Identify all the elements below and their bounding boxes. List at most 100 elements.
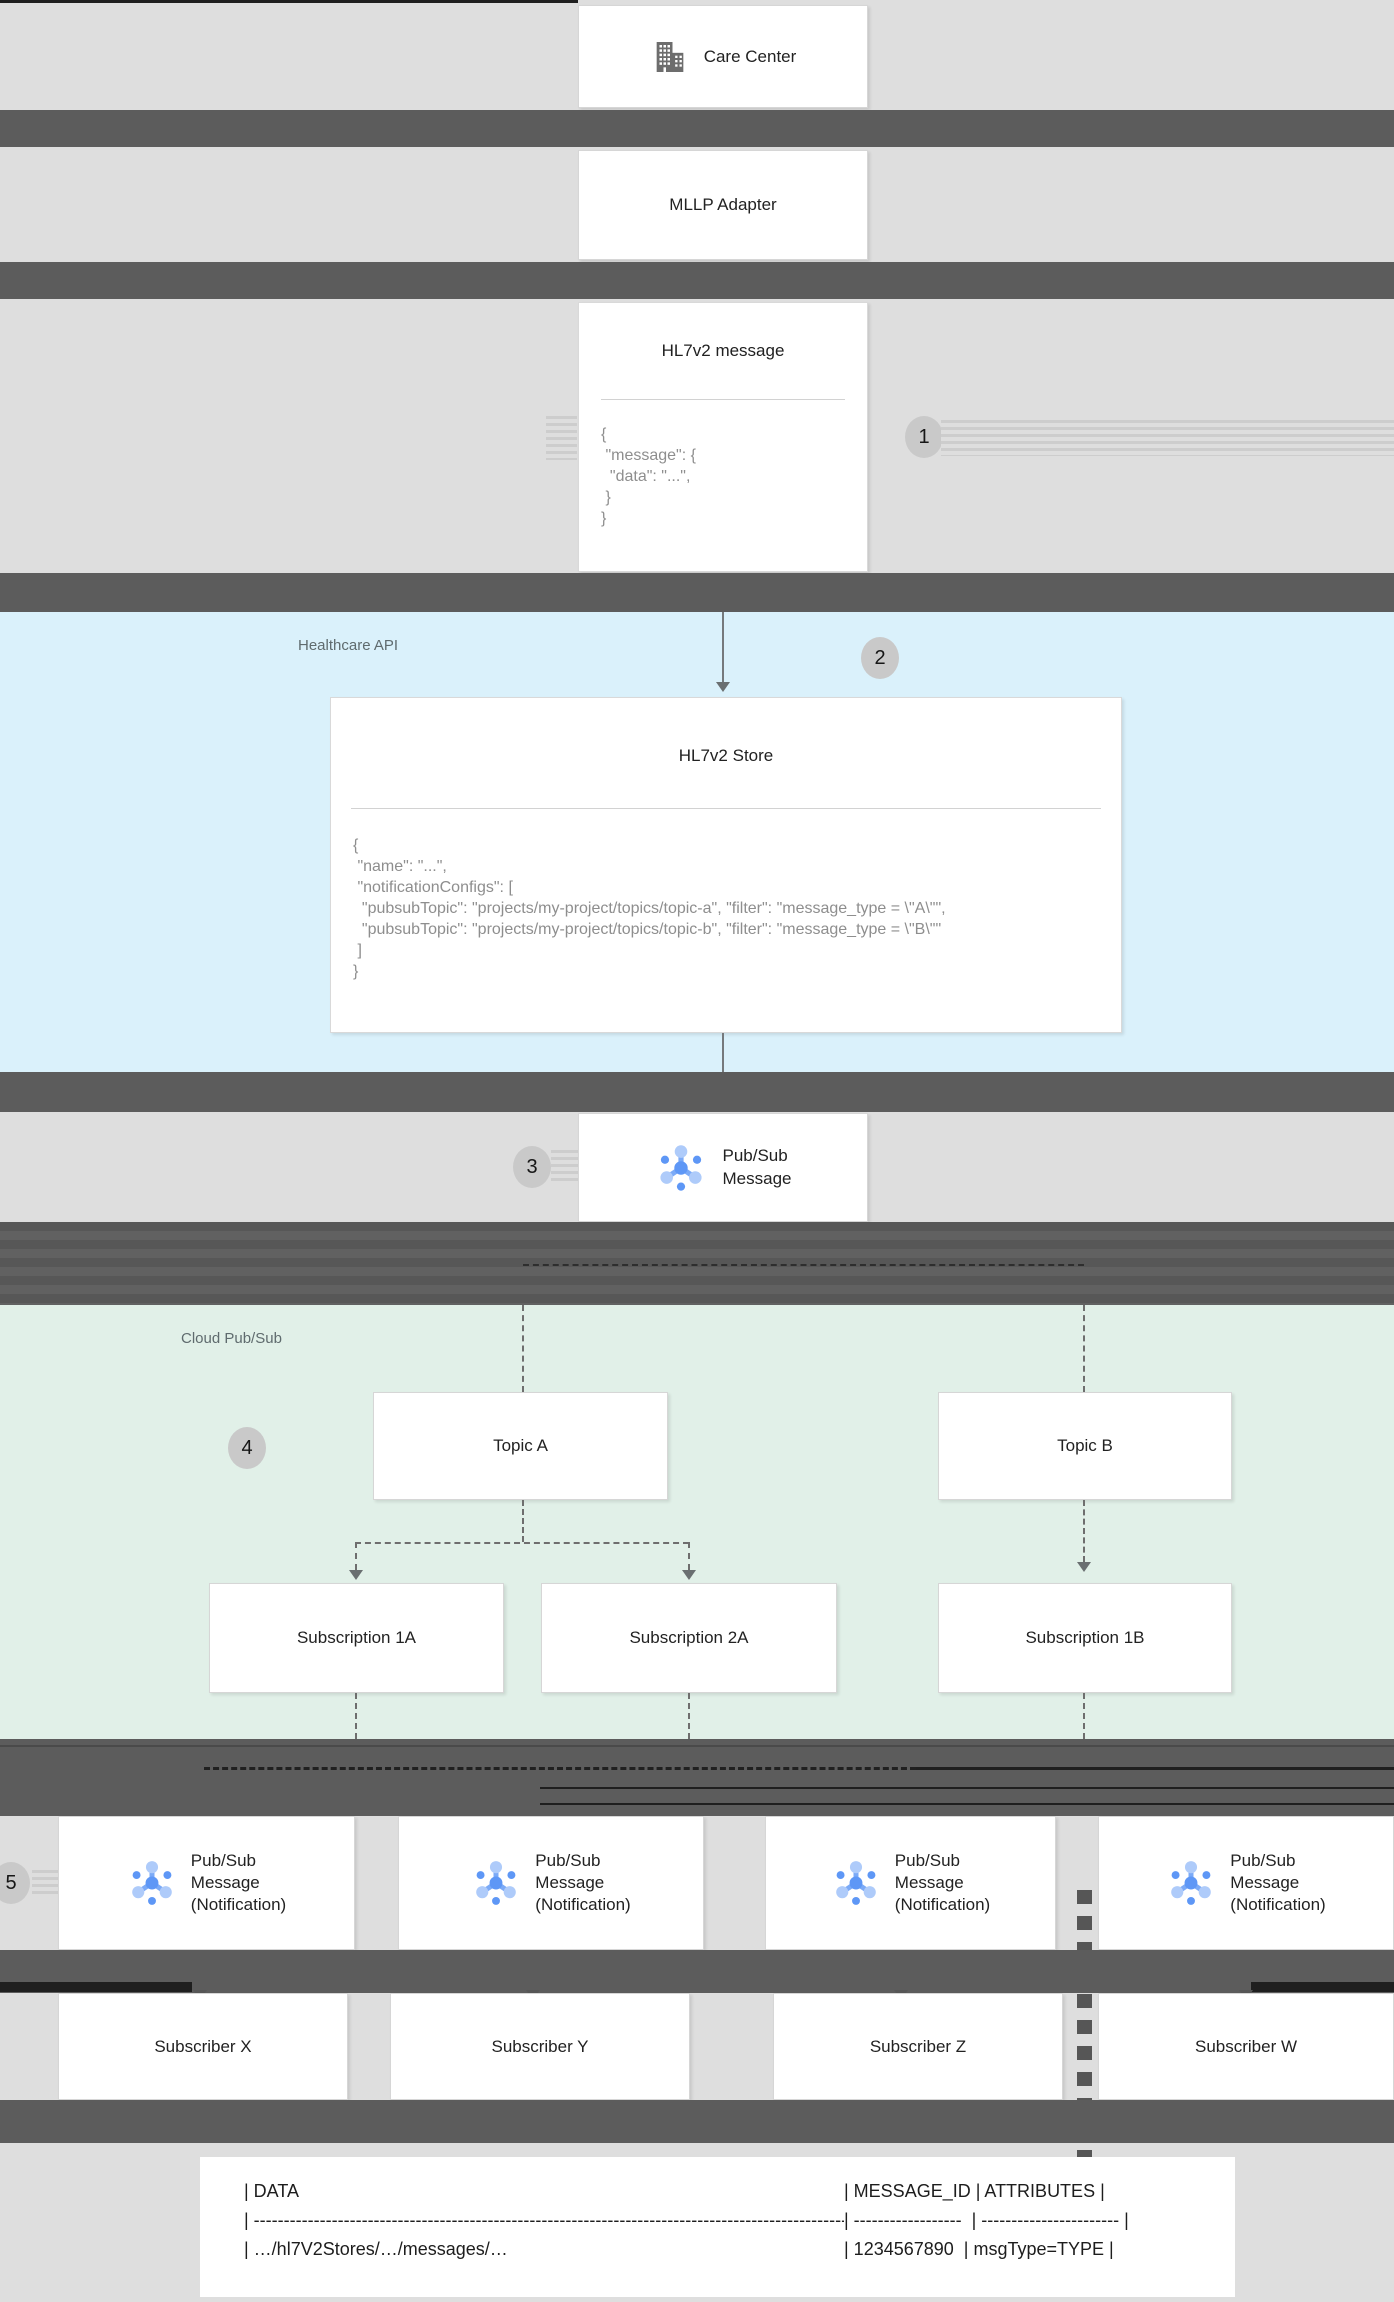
branch-line — [522, 1500, 524, 1542]
hl7v2-message-title: HL7v2 message — [661, 341, 785, 360]
mllp-adapter-node: MLLP Adapter — [578, 150, 868, 260]
arrowhead-icon — [716, 682, 730, 692]
hl7v2-store-card: HL7v2 Store { "name": "...", "notificati… — [330, 697, 1122, 1033]
pubsub-notification-node: Pub/Sub Message (Notification) — [765, 1816, 1056, 1950]
separator-band — [0, 110, 1394, 147]
pubsub-notification-node: Pub/Sub Message (Notification) — [58, 1816, 355, 1950]
hl7v2-message-code: { "message": { "data": "...", } } — [601, 426, 696, 527]
pubsub-message-label: Pub/Sub Message — [722, 1145, 792, 1188]
branch-line — [355, 1542, 689, 1544]
connector-trail — [32, 1870, 58, 1896]
branch-line — [355, 1542, 357, 1570]
separator-band — [0, 1072, 1394, 1112]
card-divider — [601, 399, 845, 400]
band-artifact-line — [0, 1745, 1394, 1747]
band-artifact-line — [540, 1787, 1394, 1789]
arrowhead-icon — [349, 1570, 363, 1580]
table-cell-data-header: | DATA — [244, 2181, 300, 2201]
pubsub-icon — [655, 1142, 707, 1194]
subscriber-x-label: Subscriber X — [154, 2036, 252, 2056]
care-center-label: Care Center — [703, 46, 797, 66]
subscription-outflow — [1083, 1693, 1085, 1739]
table-cell-id-attr-values: | 1234567890 | msgType=TYPE | — [844, 2239, 1114, 2259]
table-row: | …/hl7V2Stores/…/messages/… | 123456789… — [244, 2235, 1235, 2264]
table-cell-rule: | ------------------ | -----------------… — [844, 2210, 1129, 2230]
pubsub-notification-label: Pub/Sub Message (Notification) — [190, 1850, 287, 1915]
topic-b-node: Topic B — [938, 1392, 1232, 1500]
topic-b-label: Topic B — [1057, 1436, 1113, 1455]
pubsub-icon — [471, 1858, 521, 1908]
top-edge-line — [0, 0, 578, 3]
hl7v2-message-card: HL7v2 message { "message": { "data": "..… — [578, 302, 868, 572]
separator-band — [0, 262, 1394, 299]
separator-band — [0, 573, 1394, 612]
branch-line — [688, 1542, 690, 1570]
connector-trail — [941, 420, 1394, 456]
subscriber-y-label: Subscriber Y — [491, 2036, 589, 2056]
step-2-badge: 2 — [861, 637, 899, 679]
topic-a-inflow — [522, 1305, 524, 1392]
table-cell-message-path: | …/hl7V2Stores/…/messages/… — [244, 2239, 508, 2259]
subscription-1b-label: Subscription 1B — [1025, 1628, 1145, 1647]
pubsub-message-node: Pub/Sub Message — [578, 1113, 868, 1222]
step-3-badge: 3 — [513, 1146, 551, 1188]
arrowhead-icon — [682, 1570, 696, 1580]
subscription-2a-node: Subscription 2A — [541, 1583, 837, 1693]
subscription-1a-node: Subscription 1A — [209, 1583, 504, 1693]
pubsub-icon — [1166, 1858, 1216, 1908]
band-artifact-line — [0, 1982, 192, 1992]
band-artifact-line — [1251, 1982, 1394, 1992]
card-divider — [351, 808, 1101, 809]
hl7v2-store-code: { "name": "...", "notificationConfigs": … — [353, 837, 946, 980]
healthcare-api-label: Healthcare API — [298, 637, 399, 654]
cloud-pubsub-label: Cloud Pub/Sub — [181, 1330, 282, 1347]
subscription-1b-node: Subscription 1B — [938, 1583, 1232, 1693]
subscription-outflow — [355, 1693, 357, 1739]
band-artifact-line — [916, 1767, 1394, 1770]
pubsub-notification-label: Pub/Sub Message (Notification) — [535, 1850, 631, 1915]
subscriber-z-label: Subscriber Z — [869, 2036, 967, 2056]
branch-line — [523, 1264, 1084, 1266]
topic-b-inflow — [1083, 1305, 1085, 1392]
pubsub-notification-node: Pub/Sub Message (Notification) — [398, 1816, 704, 1950]
hl7v2-store-title: HL7v2 Store — [678, 746, 774, 765]
care-center-node: Care Center — [578, 5, 868, 108]
flow-line — [722, 612, 724, 684]
pubsub-notification-label: Pub/Sub Message (Notification) — [894, 1850, 991, 1915]
building-icon — [650, 37, 690, 77]
topic-a-label: Topic A — [493, 1436, 548, 1455]
separator-band — [0, 1739, 1394, 1816]
pubsub-icon — [127, 1858, 177, 1908]
table-cell-id-attr-header: | MESSAGE_ID | ATTRIBUTES | — [844, 2181, 1105, 2201]
pubsub-notification-label: Pub/Sub Message (Notification) — [1230, 1850, 1326, 1915]
arrowhead-icon — [1077, 1562, 1091, 1572]
subscriber-w-node: Subscriber W — [1098, 1993, 1394, 2100]
separator-band — [0, 1950, 1394, 1993]
flow-line — [722, 1033, 724, 1072]
pubsub-notification-node: Pub/Sub Message (Notification) — [1098, 1816, 1394, 1950]
mllp-adapter-label: MLLP Adapter — [669, 195, 777, 214]
topic-a-node: Topic A — [373, 1392, 668, 1500]
subscription-2a-label: Subscription 2A — [629, 1628, 749, 1647]
connector-trail — [551, 1150, 578, 1184]
subscription-outflow — [688, 1693, 690, 1739]
band-artifact-line — [204, 1767, 916, 1770]
separator-band — [0, 1222, 1394, 1305]
subscriber-y-node: Subscriber Y — [390, 1993, 690, 2100]
message-table: | DATA | MESSAGE_ID | ATTRIBUTES | | ---… — [200, 2157, 1235, 2297]
pubsub-icon — [831, 1858, 881, 1908]
separator-band — [0, 2100, 1394, 2143]
table-row: | DATA | MESSAGE_ID | ATTRIBUTES | — [244, 2177, 1235, 2206]
subscription-1a-label: Subscription 1A — [296, 1628, 417, 1647]
subscriber-x-node: Subscriber X — [58, 1993, 348, 2100]
table-row: | --------------------------------------… — [244, 2206, 1235, 2235]
step-5-badge: 5 — [0, 1862, 30, 1904]
band-artifact-line — [540, 1803, 1394, 1805]
subscriber-z-node: Subscriber Z — [773, 1993, 1063, 2100]
subscriber-w-label: Subscriber W — [1194, 2036, 1298, 2056]
connector-trail — [546, 416, 577, 460]
step-4-badge: 4 — [228, 1427, 266, 1469]
table-cell-rule: | --------------------------------------… — [244, 2210, 844, 2230]
step-1-badge: 1 — [905, 416, 943, 458]
